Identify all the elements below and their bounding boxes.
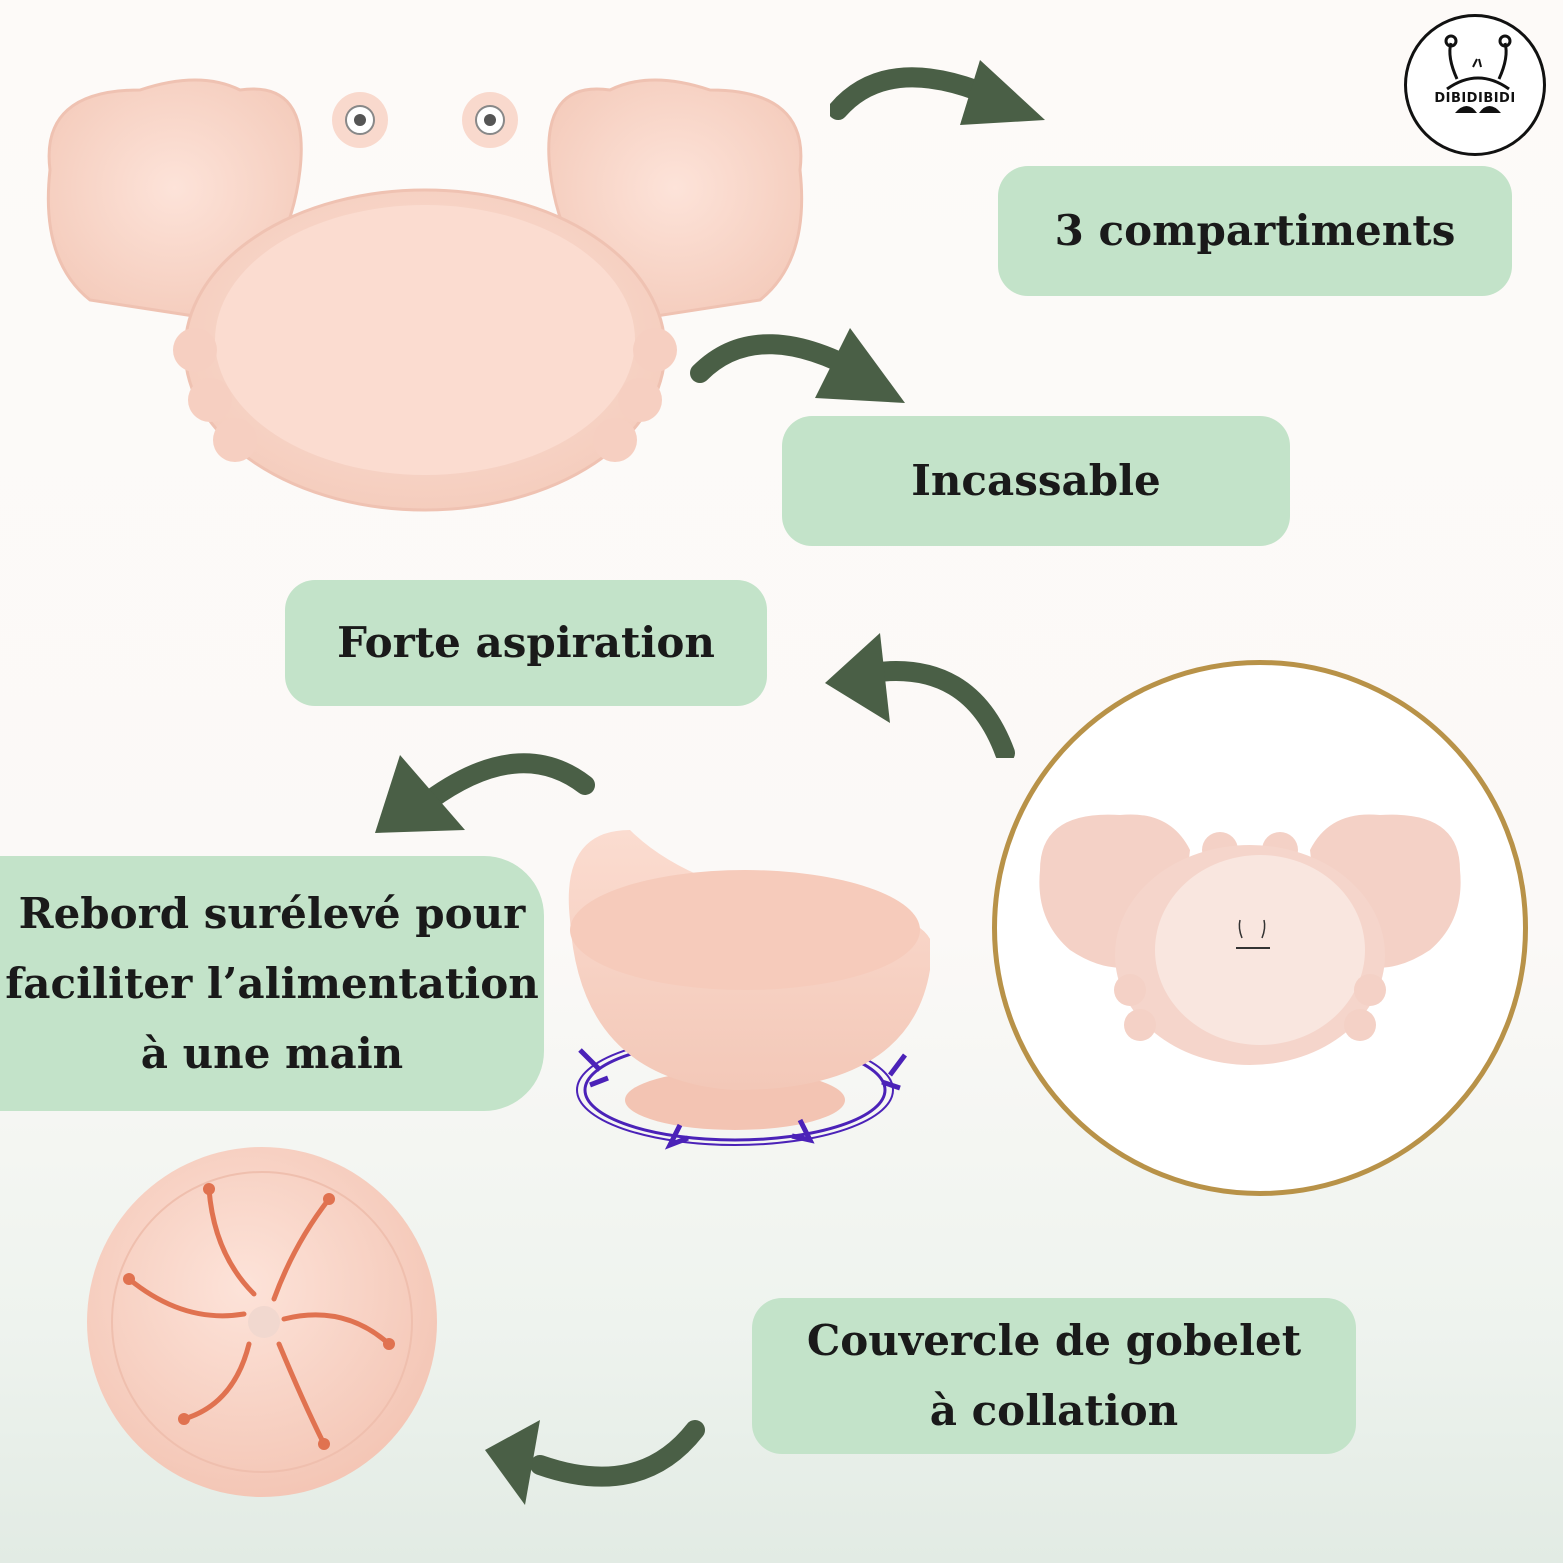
feature-snack-lid: Couvercle de gobelet à collation [752, 1298, 1356, 1454]
feature-suction: Forte aspiration [285, 580, 767, 706]
arrow-left-icon [825, 633, 1015, 758]
crab-plate-underside-image [1039, 814, 1461, 1065]
feature-snack-lid-label: Couvercle de gobelet à collation [806, 1316, 1302, 1435]
arrow-left-icon [485, 1420, 705, 1505]
bug-logo-icon [1444, 34, 1512, 113]
snack-cup-lid-image [87, 1147, 437, 1497]
feature-unbreakable-label: Incassable [911, 456, 1161, 505]
feature-raised-rim: Rebord surélevé pour faciliter l’aliment… [0, 856, 544, 1111]
arrow-left-icon [375, 753, 595, 833]
feature-raised-rim-label: Rebord surélevé pour faciliter l’aliment… [5, 888, 539, 1078]
feature-compartments-label: 3 compartiments [1054, 206, 1456, 255]
logo-text: DIBIDIBIDI [1434, 91, 1516, 106]
arrow-right-icon [690, 328, 905, 403]
crab-plate-image [46, 78, 804, 512]
feature-unbreakable: Incassable [782, 416, 1290, 546]
suction-bowl-image [568, 830, 930, 1150]
brand-logo: DIBIDIBIDI [1404, 14, 1546, 156]
feature-suction-label: Forte aspiration [337, 618, 715, 667]
arrow-right-icon [830, 60, 1045, 125]
feature-compartments: 3 compartiments [998, 166, 1512, 296]
